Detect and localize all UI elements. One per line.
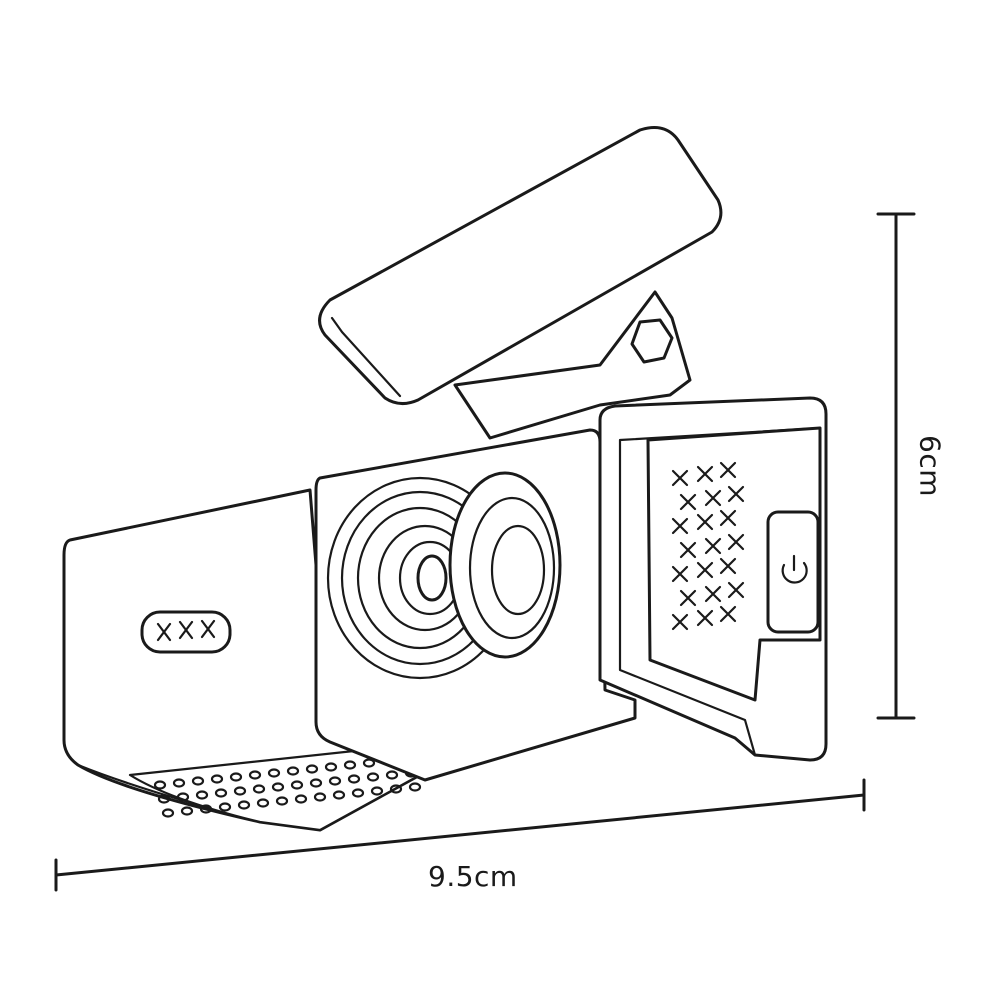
side-vent-pill xyxy=(140,610,232,654)
power-icon xyxy=(781,554,808,584)
mount-assembly xyxy=(318,126,723,440)
power-button[interactable] xyxy=(766,510,820,634)
height-dimension-label: 6cm xyxy=(913,435,947,497)
speaker-x-marks xyxy=(671,461,745,631)
lens-glass xyxy=(490,524,546,616)
height-dimension-line xyxy=(876,212,916,720)
hex-nut-icon xyxy=(630,318,674,364)
right-panel xyxy=(598,396,828,762)
bottom-vent-grid xyxy=(128,743,422,832)
lens-module xyxy=(314,428,637,782)
mount-stem xyxy=(453,290,692,440)
side-vent-x-marks xyxy=(156,619,216,642)
adhesive-pad xyxy=(318,126,723,405)
lens-ring xyxy=(468,496,556,640)
adhesive-pad-edge xyxy=(330,316,402,398)
lens-front xyxy=(448,471,562,659)
width-dimension-line xyxy=(54,778,866,892)
width-dimension-label: 9.5cm xyxy=(428,860,518,893)
